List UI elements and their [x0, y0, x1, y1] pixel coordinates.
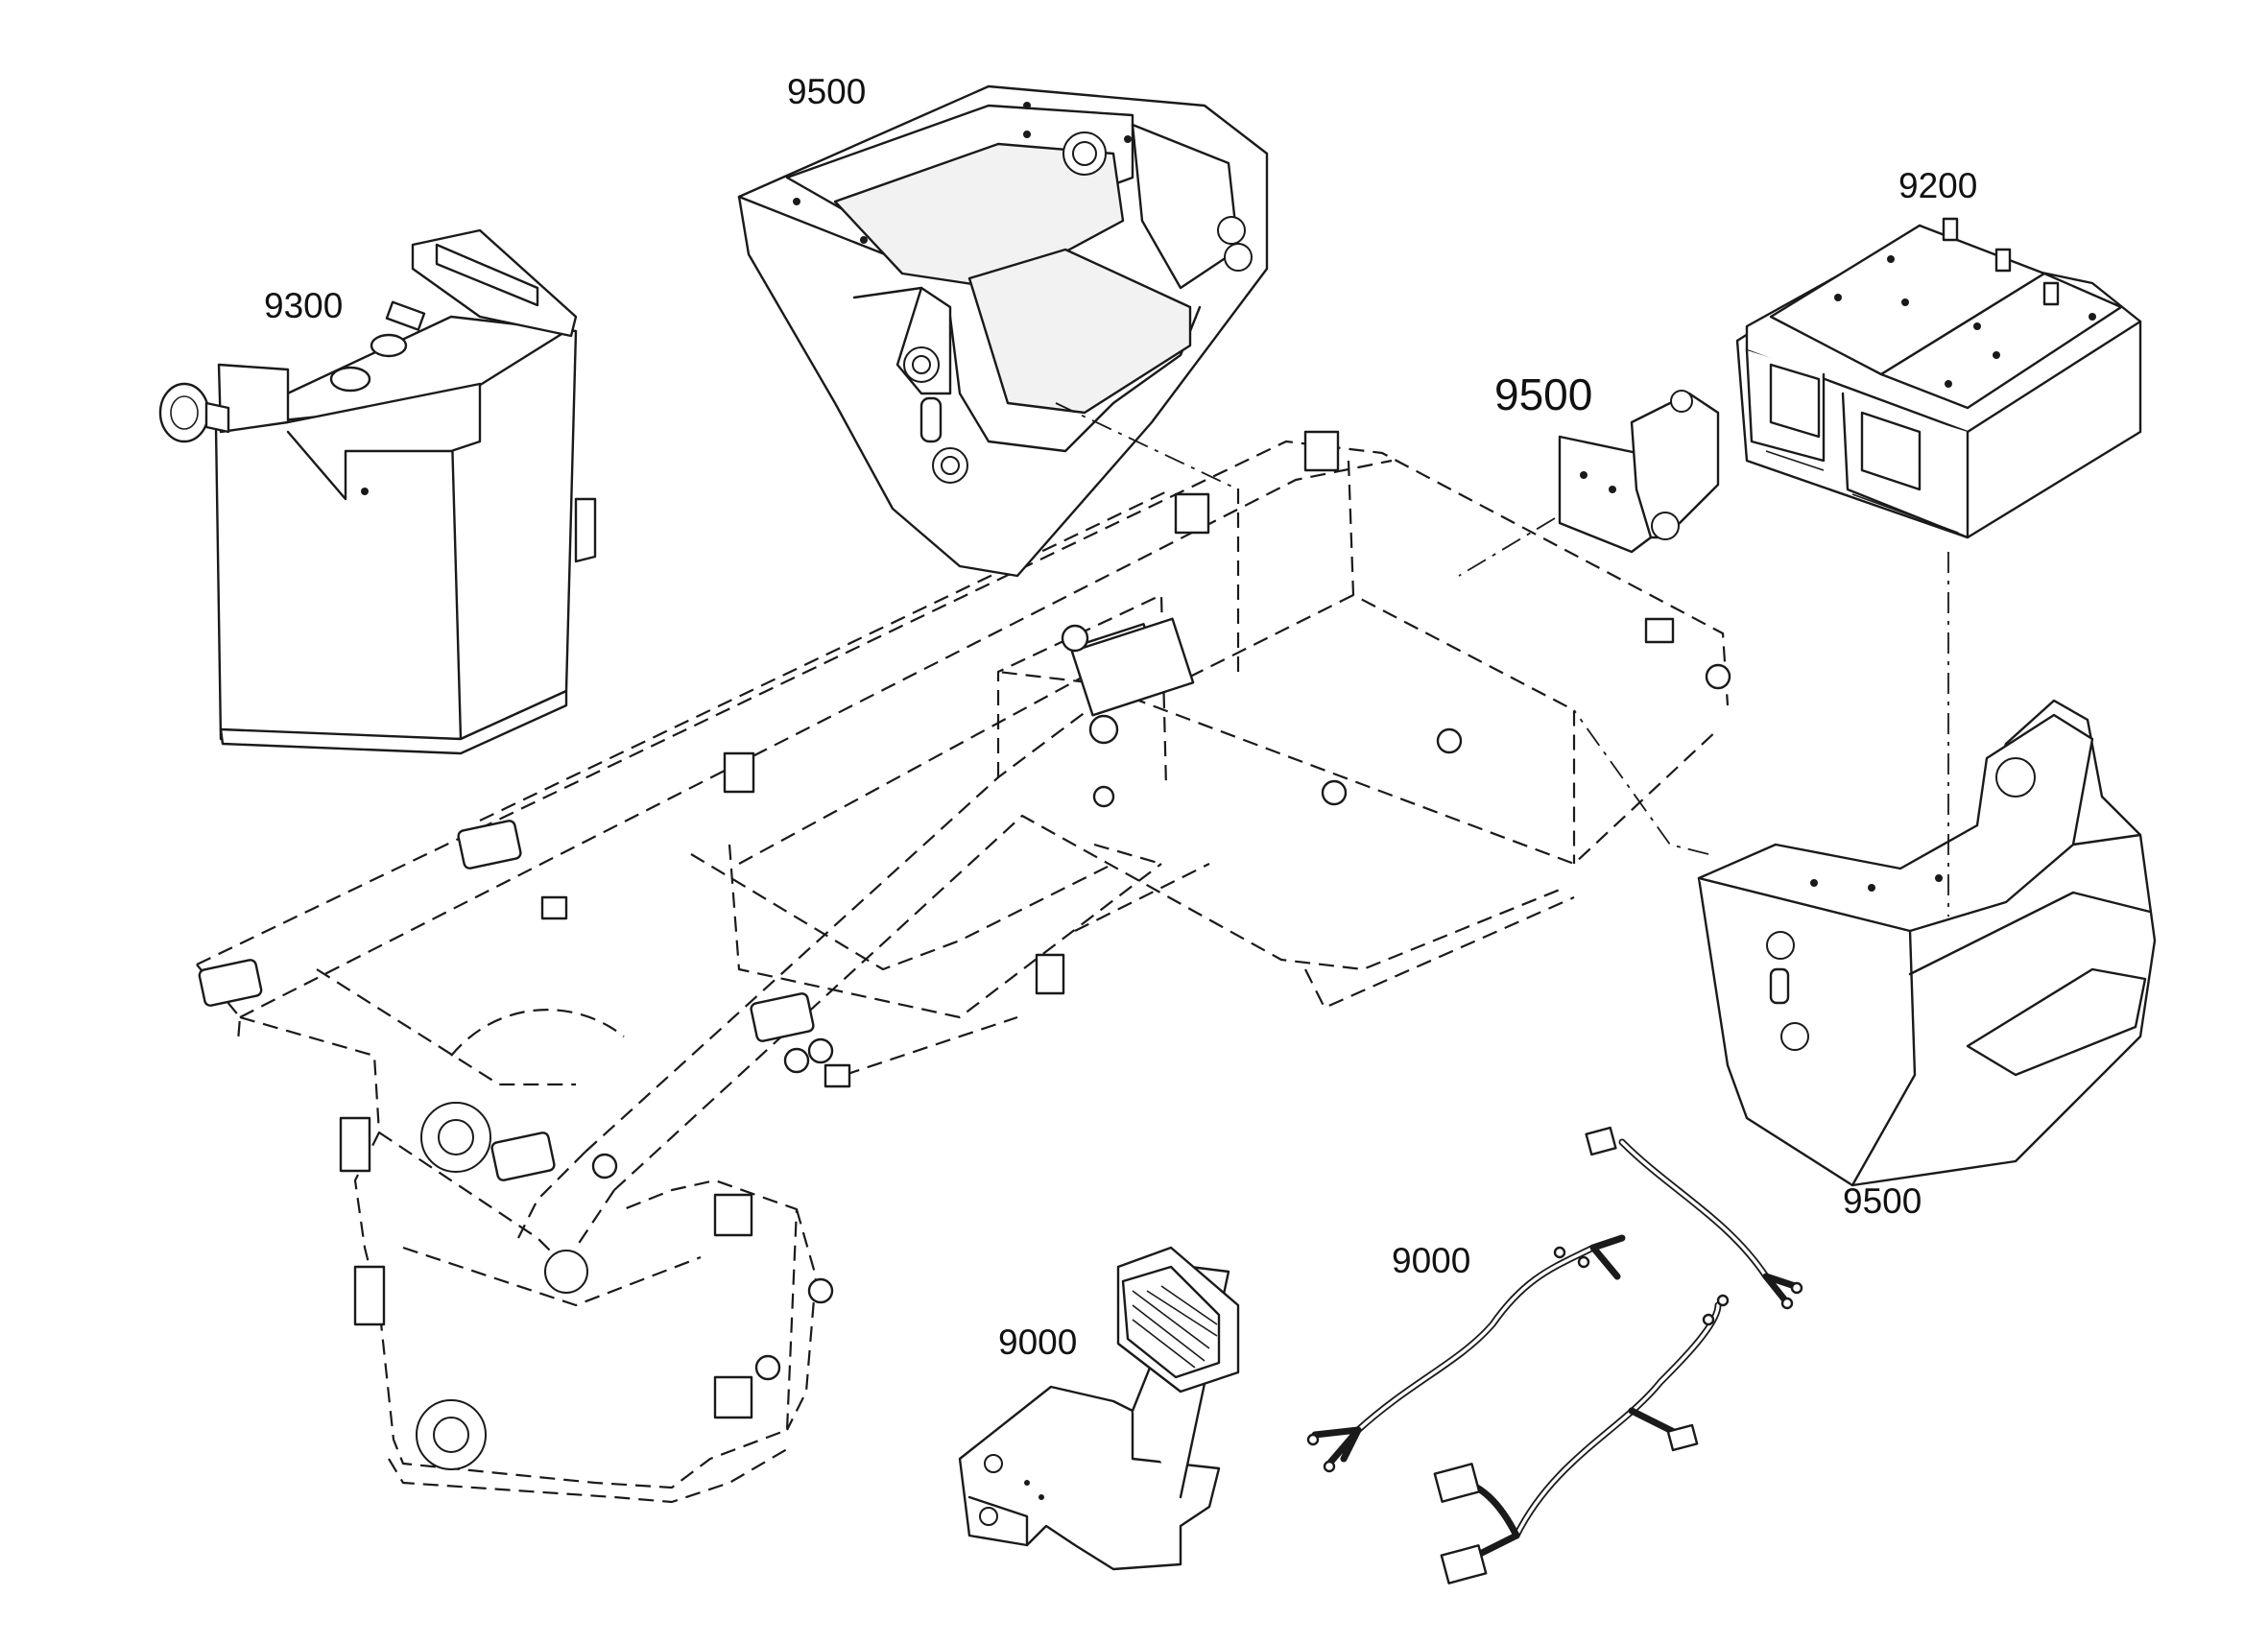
- callout-9500-bracket: 9500: [1494, 369, 1593, 419]
- callout-9200-batteries: 9200: [1898, 166, 1978, 205]
- callout-9000-work-light: 9000: [998, 1322, 1078, 1362]
- rear-counterweight-9500: [1697, 699, 2157, 1187]
- assembly-leader-lines: [1055, 402, 1949, 917]
- callout-9300-fuel-tank: 9300: [264, 286, 344, 325]
- callout-9500-cab-frame: 9500: [787, 72, 867, 111]
- fuel-tank-9300: [158, 228, 597, 755]
- wiring-harness-9000: [1306, 1126, 1803, 1584]
- batteries-9200: [1735, 217, 2142, 539]
- cab-support-frame-9500: [737, 84, 1269, 578]
- main-frame-chassis: [196, 430, 1731, 1504]
- work-light-9000: [958, 1246, 1240, 1571]
- callout-9000-wiring-harness: 9000: [1392, 1241, 1471, 1280]
- callout-9500-counterweight: 9500: [1843, 1181, 1922, 1221]
- mounting-bracket-9500: [1558, 390, 1720, 554]
